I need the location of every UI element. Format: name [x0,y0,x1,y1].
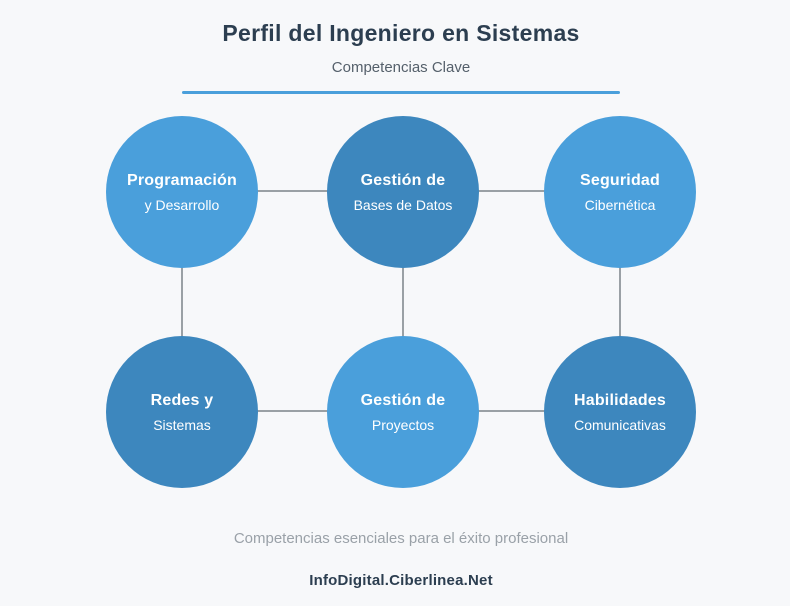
connector-row1-left [182,190,403,192]
node-subtitle: Sistemas [153,416,211,433]
footer-tagline: Competencias esenciales para el éxito pr… [233,530,569,547]
connector-row1-right [403,190,620,192]
node-subtitle: Bases de Datos [353,196,453,213]
node-seguridad-cibernetica: Seguridad Cibernética [544,116,696,268]
footer-brand: InfoDigital.Ciberlinea.Net [309,572,493,589]
node-title: Gestión de [360,171,446,189]
connector-col1-vertical [181,192,183,412]
node-title: Programación [127,171,237,189]
accent-divider [182,91,620,94]
connector-col2-vertical [402,192,404,412]
node-title: Habilidades [573,391,666,409]
connector-row2-right [403,410,620,412]
node-title: Gestión de [360,391,446,409]
node-subtitle: y Desarrollo [144,196,220,213]
node-subtitle: Comunicativas [574,416,666,433]
node-subtitle: Proyectos [371,416,435,433]
node-habilidades-comunicativas: Habilidades Comunicativas [544,336,696,488]
connector-row2-left [182,410,403,412]
page-subtitle: Competencias Clave [331,59,471,76]
node-redes-sistemas: Redes y Sistemas [106,336,258,488]
connector-col3-vertical [619,192,621,412]
node-subtitle: Cibernética [584,196,656,213]
node-title: Redes y [150,391,214,409]
node-gestion-bases-datos: Gestión de Bases de Datos [327,116,479,268]
node-gestion-proyectos: Gestión de Proyectos [327,336,479,488]
node-programacion-desarrollo: Programación y Desarrollo [106,116,258,268]
node-title: Seguridad [579,171,661,189]
page-title: Perfil del Ingeniero en Sistemas [222,20,580,46]
